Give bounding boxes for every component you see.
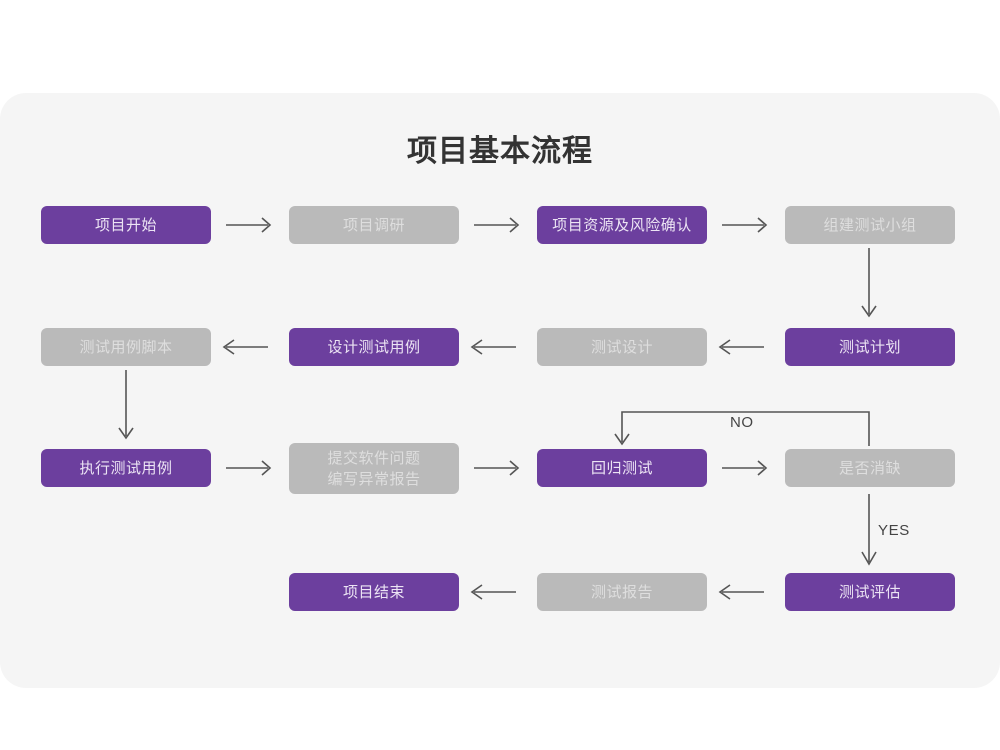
edge-label-no: NO	[730, 414, 754, 431]
node-regression-test[interactable]: 回归测试	[537, 449, 707, 487]
node-test-plan[interactable]: 测试计划	[785, 328, 955, 366]
node-defect-resolved[interactable]: 是否消缺	[785, 449, 955, 487]
node-test-report[interactable]: 测试报告	[537, 573, 707, 611]
edge-label-yes: YES	[878, 522, 910, 539]
node-form-test-team[interactable]: 组建测试小组	[785, 206, 955, 244]
node-test-evaluation[interactable]: 测试评估	[785, 573, 955, 611]
page-title: 项目基本流程	[407, 135, 593, 168]
node-resource-risk-confirm[interactable]: 项目资源及风险确认	[537, 206, 707, 244]
node-submit-defect-report[interactable]: 提交软件问题 编写异常报告	[289, 443, 459, 494]
node-execute-test-case[interactable]: 执行测试用例	[41, 449, 211, 487]
node-test-design[interactable]: 测试设计	[537, 328, 707, 366]
node-project-start[interactable]: 项目开始	[41, 206, 211, 244]
node-project-research[interactable]: 项目调研	[289, 206, 459, 244]
node-project-end[interactable]: 项目结束	[289, 573, 459, 611]
node-design-test-case[interactable]: 设计测试用例	[289, 328, 459, 366]
node-test-case-script[interactable]: 测试用例脚本	[41, 328, 211, 366]
